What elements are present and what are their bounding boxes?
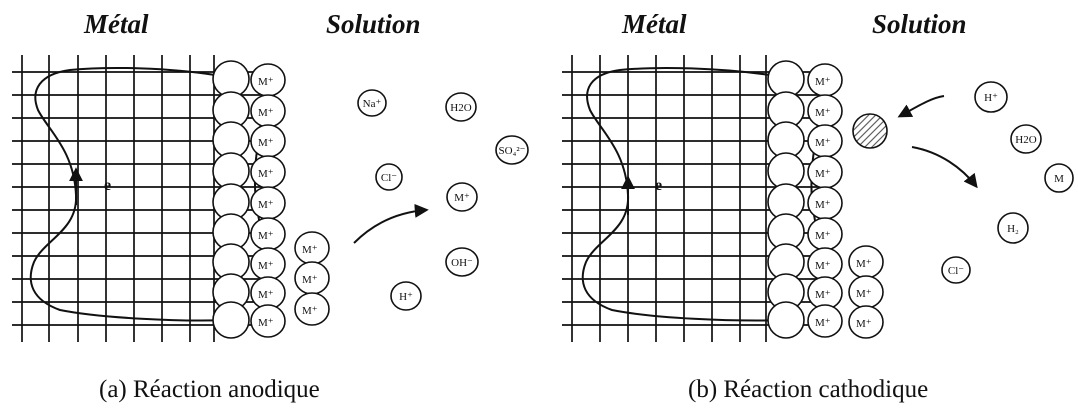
svg-text:H2O: H2O (450, 102, 471, 114)
svg-text:M⁺: M⁺ (302, 274, 318, 286)
svg-text:M⁺: M⁺ (815, 137, 831, 149)
svg-text:M⁺: M⁺ (302, 305, 318, 317)
species-metal: M (1044, 163, 1074, 193)
species-chloride: Cl⁻ (941, 256, 971, 284)
svg-text:M⁺: M⁺ (258, 230, 274, 242)
svg-text:M⁺: M⁺ (815, 260, 831, 272)
svg-text:H⁺: H⁺ (984, 92, 998, 104)
metal-ion: M⁺ (807, 94, 843, 128)
species-chloride: Cl⁻ (375, 163, 403, 191)
metal-heading: Métal (83, 9, 149, 39)
surface-metal-atoms (212, 60, 250, 339)
species-proton: H⁺ (390, 281, 422, 311)
svg-text:M⁺: M⁺ (815, 199, 831, 211)
solution-heading: Solution (872, 9, 967, 39)
adsorption-arrow-icon (897, 95, 945, 118)
svg-text:M⁺: M⁺ (258, 317, 274, 329)
svg-text:SO₄²⁻: SO₄²⁻ (498, 145, 525, 157)
metal-ion: M⁺ (250, 276, 286, 310)
svg-text:M⁺: M⁺ (258, 137, 274, 149)
panel-cathodic: Métal Solution e (562, 9, 1074, 403)
metal-ion: M⁺ (807, 217, 843, 251)
svg-text:OH⁻: OH⁻ (451, 257, 473, 269)
svg-text:M⁺: M⁺ (302, 244, 318, 256)
desorption-arrow-icon (911, 146, 978, 189)
solution-species: Na⁺ H2O SO₄²⁻ Cl⁻ M⁺ OH⁻ H⁺ (357, 89, 529, 311)
svg-text:M⁺: M⁺ (856, 288, 872, 300)
svg-text:H⁺: H⁺ (399, 291, 413, 303)
svg-text:H2O: H2O (1015, 134, 1036, 146)
dissolution-arrow-icon (353, 203, 429, 244)
species-na: Na⁺ (357, 89, 387, 117)
metal-ion: M⁺ (250, 155, 286, 189)
metal-ion: M⁺ (294, 231, 330, 265)
caption-cathodic: (b) Réaction cathodique (688, 376, 928, 403)
svg-text:M⁺: M⁺ (258, 107, 274, 119)
metal-ion: M⁺ (848, 275, 884, 309)
metal-ion: M⁺ (250, 63, 286, 97)
species-hydroxide: OH⁻ (445, 247, 479, 277)
metal-ion: M⁺ (848, 305, 884, 339)
svg-text:M⁺: M⁺ (815, 230, 831, 242)
electron-path (29, 66, 231, 322)
svg-text:Na⁺: Na⁺ (363, 98, 382, 110)
electron-label: e (655, 177, 662, 194)
metal-ion: M⁺ (807, 276, 843, 310)
svg-text:M⁺: M⁺ (454, 192, 470, 204)
metal-ion: M⁺ (294, 292, 330, 326)
adsorbed-hydrogen (852, 113, 888, 149)
metal-ion: M⁺ (807, 124, 843, 158)
solution-heading: Solution (326, 9, 421, 39)
metal-ion: M⁺ (807, 63, 843, 97)
metal-lattice (12, 55, 268, 342)
caption-anodic: (a) Réaction anodique (99, 376, 320, 403)
svg-text:M⁺: M⁺ (258, 199, 274, 211)
species-sulfate: SO₄²⁻ (495, 135, 529, 165)
panel-anodic: Métal Solution (12, 9, 529, 403)
svg-text:Cl⁻: Cl⁻ (381, 172, 397, 184)
metal-heading: Métal (621, 9, 687, 39)
metal-ion: M⁺ (250, 124, 286, 158)
metal-ion: M⁺ (807, 304, 843, 338)
svg-text:M⁺: M⁺ (815, 317, 831, 329)
species-hydrogen: H₂ (997, 212, 1029, 244)
species-water: H2O (445, 92, 477, 122)
metal-ion: M⁺ (807, 186, 843, 220)
metal-ion: M⁺ (250, 247, 286, 281)
surface-metal-atoms (767, 60, 805, 339)
metal-ion: M⁺ (807, 155, 843, 189)
metal-ion: M⁺ (250, 94, 286, 128)
surface-metal-ions: M⁺ M⁺ M⁺ M⁺ M⁺ M⁺ M⁺ M⁺ M⁺ M⁺ M⁺ M⁺ (807, 63, 884, 339)
svg-text:M: M (1054, 173, 1064, 185)
svg-text:M⁺: M⁺ (856, 318, 872, 330)
svg-text:M⁺: M⁺ (815, 107, 831, 119)
electron-path (581, 66, 791, 322)
svg-text:M⁺: M⁺ (815, 76, 831, 88)
electron-label: e (104, 177, 111, 194)
svg-text:M⁺: M⁺ (815, 289, 831, 301)
svg-text:M⁺: M⁺ (856, 258, 872, 270)
metal-ion: M⁺ (250, 304, 286, 338)
solution-species: H⁺ H2O M H₂ Cl⁻ (941, 81, 1074, 284)
metal-ion: M⁺ (250, 217, 286, 251)
species-metal-ion: M⁺ (446, 182, 478, 212)
metal-ion: M⁺ (294, 261, 330, 295)
svg-text:M⁺: M⁺ (258, 260, 274, 272)
svg-text:M⁺: M⁺ (258, 289, 274, 301)
svg-text:M⁺: M⁺ (258, 168, 274, 180)
svg-text:M⁺: M⁺ (258, 76, 274, 88)
metal-ion: M⁺ (807, 247, 843, 281)
surface-metal-ions: M⁺ M⁺ M⁺ M⁺ M⁺ M⁺ M⁺ M⁺ M⁺ M⁺ M⁺ M⁺ (250, 63, 330, 338)
metal-ion: M⁺ (848, 245, 884, 279)
metal-ion: M⁺ (250, 186, 286, 220)
svg-text:M⁺: M⁺ (815, 168, 831, 180)
svg-text:H₂: H₂ (1007, 223, 1019, 235)
species-proton: H⁺ (974, 81, 1008, 113)
species-water: H2O (1010, 124, 1042, 154)
svg-text:Cl⁻: Cl⁻ (948, 265, 964, 277)
